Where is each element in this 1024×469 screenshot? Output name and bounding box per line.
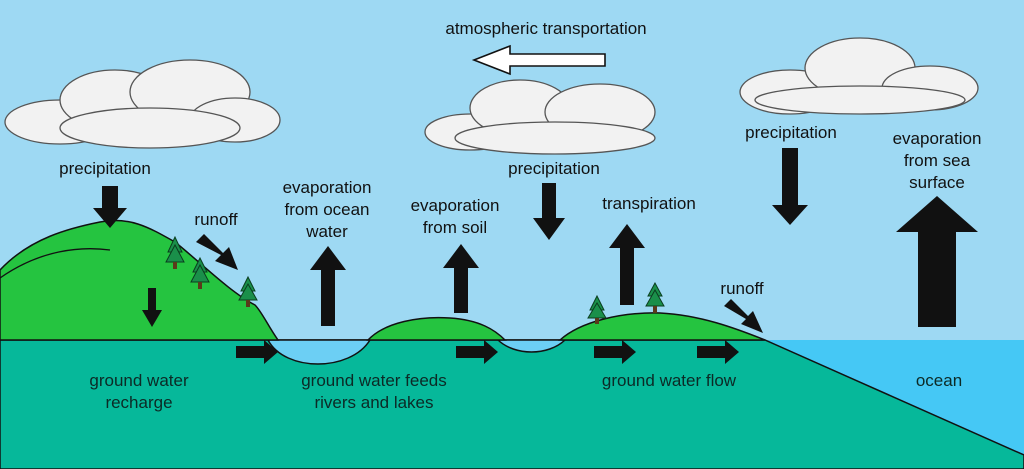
hill-right [558, 312, 766, 341]
transpiration-arrow [609, 224, 645, 305]
evap-sea-arrow [896, 196, 978, 327]
tree-4 [587, 294, 607, 324]
cloud-middle [424, 79, 656, 155]
gw-recharge-label: ground water recharge [89, 371, 189, 412]
precipitation-left-arrow [93, 186, 127, 228]
flow-arrow-3 [594, 340, 636, 364]
flow-arrow-4 [697, 340, 739, 364]
evap-ocean-label: evaporation from ocean water [282, 178, 372, 241]
precipitation-left-label: precipitation [59, 159, 151, 178]
atmospheric-transport-label: atmospheric transportation [445, 19, 647, 38]
ocean-label: ocean [915, 371, 963, 390]
hill-middle [366, 316, 507, 341]
precipitation-mid-label: precipitation [508, 159, 600, 178]
tree-1 [165, 235, 185, 269]
precipitation-right-arrow [772, 148, 808, 225]
evap-ocean-arrow [310, 246, 346, 326]
tree-5 [645, 281, 665, 313]
cloud-left [4, 59, 281, 149]
runoff-right-arrow [724, 299, 763, 333]
flow-arrow-1 [236, 340, 278, 364]
runoff-right-label: runoff [720, 279, 764, 298]
recharge-arrow [142, 288, 162, 327]
tree-2 [190, 256, 210, 289]
precipitation-mid-arrow [533, 183, 565, 240]
evap-soil-label: evaporation from soil [410, 196, 500, 237]
flow-arrow-2 [456, 340, 498, 364]
gw-flow-label: ground water flow [601, 371, 737, 390]
tree-3 [238, 275, 258, 307]
precipitation-right-label: precipitation [745, 123, 837, 142]
runoff-left-label: runoff [194, 210, 238, 229]
cloud-right [739, 37, 979, 115]
gw-feeds-label: ground water feeds rivers and lakes [301, 371, 447, 412]
atmospheric-transport-arrow [471, 44, 606, 76]
transpiration-label: transpiration [602, 194, 696, 213]
evap-sea-label: evaporation from sea surface [892, 129, 982, 192]
lake-left [266, 339, 372, 365]
runoff-left-arrow [196, 234, 238, 270]
mountain-ridge [0, 248, 111, 279]
evap-soil-arrow [443, 244, 479, 313]
